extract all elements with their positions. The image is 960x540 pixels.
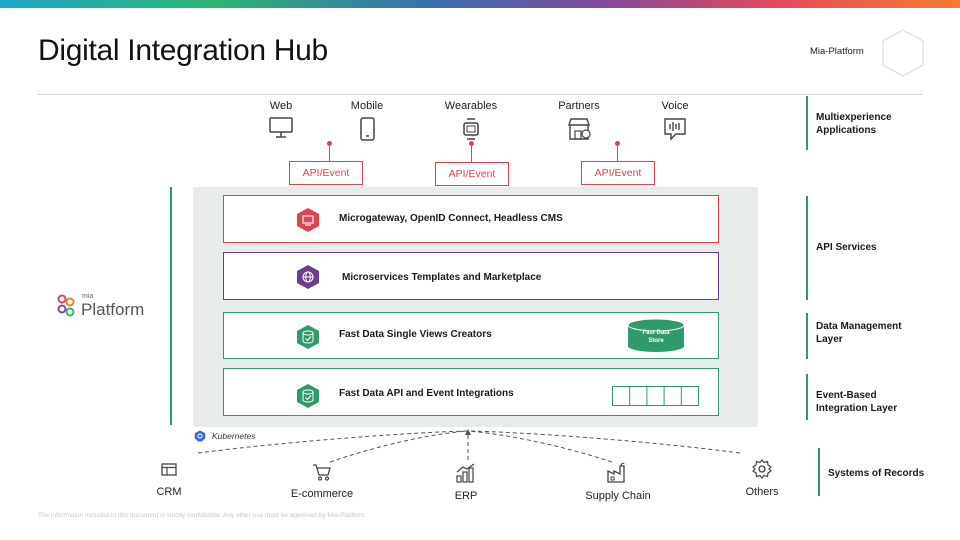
system-supply-chain: Supply Chain bbox=[573, 462, 663, 502]
store-icon bbox=[568, 118, 591, 140]
watch-icon bbox=[463, 118, 479, 140]
top-gradient-bar bbox=[0, 0, 960, 8]
system-ecommerce-label: E-commerce bbox=[290, 488, 354, 500]
app-partners: Partners bbox=[544, 100, 614, 142]
api-event-box: API/Event bbox=[581, 161, 655, 185]
layer-single-views: Fast Data Single Views Creators Fast Dat… bbox=[223, 312, 719, 359]
connector-dot bbox=[327, 141, 332, 146]
connector-line bbox=[329, 144, 330, 161]
app-web: Web bbox=[246, 100, 316, 140]
event-queue-icon bbox=[612, 386, 699, 406]
mia-platform-logo: mia Platform bbox=[56, 293, 166, 323]
platform-divider bbox=[170, 187, 172, 425]
system-crm-label: CRM bbox=[156, 486, 182, 498]
system-ecommerce: E-commerce bbox=[277, 462, 367, 500]
label-multiexperience-line1: Multiexperience bbox=[816, 112, 892, 123]
layer-microservices-label: Microservices Templates and Marketplace bbox=[342, 272, 542, 283]
label-data-management-line2: Layer bbox=[816, 334, 843, 345]
kubernetes-label: Kubernetes bbox=[212, 431, 256, 441]
logo-rings-icon bbox=[57, 294, 75, 317]
app-wearables: Wearables bbox=[436, 100, 506, 142]
label-data-management: Data Management Layer bbox=[816, 320, 902, 346]
globe-icon bbox=[297, 265, 319, 289]
app-voice-label: Voice bbox=[661, 100, 689, 112]
layer-microgateway: Microgateway, OpenID Connect, Headless C… bbox=[223, 195, 719, 243]
multiexperience-divider bbox=[806, 96, 808, 150]
app-partners-label: Partners bbox=[558, 100, 600, 112]
label-api-services: API Services bbox=[816, 242, 877, 253]
connector-dot bbox=[615, 141, 620, 146]
kubernetes-icon bbox=[194, 430, 206, 442]
layer-microservices: Microservices Templates and Marketplace bbox=[223, 252, 719, 300]
label-multiexperience: Multiexperience Applications bbox=[816, 111, 892, 137]
database-icon bbox=[297, 384, 319, 408]
label-multiexperience-line2: Applications bbox=[816, 125, 877, 136]
app-wearables-label: Wearables bbox=[444, 100, 498, 112]
system-crm: CRM bbox=[124, 460, 214, 498]
systems-divider bbox=[818, 448, 820, 496]
voice-icon bbox=[664, 118, 686, 141]
data-management-divider bbox=[806, 313, 808, 359]
fast-data-store-cylinder bbox=[627, 318, 685, 352]
logo-small-text: mia bbox=[82, 293, 94, 300]
api-services-divider bbox=[806, 196, 808, 300]
system-others-label: Others bbox=[745, 486, 779, 498]
system-erp: ERP bbox=[421, 462, 511, 502]
gateway-icon bbox=[297, 208, 319, 232]
factory-icon bbox=[607, 462, 625, 483]
app-web-label: Web bbox=[269, 100, 293, 112]
fast-data-store-line2: Store bbox=[648, 338, 664, 344]
layer-microgateway-label: Microgateway, OpenID Connect, Headless C… bbox=[339, 213, 563, 224]
logo-big-text: Platform bbox=[81, 300, 145, 319]
confidentiality-footer: The information included in this documen… bbox=[38, 512, 367, 519]
label-event-based-line1: Event-Based bbox=[816, 390, 877, 401]
system-erp-label: ERP bbox=[454, 490, 478, 502]
app-voice: Voice bbox=[640, 100, 710, 142]
app-mobile: Mobile bbox=[332, 100, 402, 142]
crm-icon bbox=[161, 463, 177, 476]
fast-data-store-line1: Fast Data bbox=[642, 330, 670, 336]
api-event-box: API/Event bbox=[289, 161, 363, 185]
connector-line bbox=[471, 144, 472, 162]
mobile-icon bbox=[360, 117, 375, 141]
layer-event-integrations: Fast Data API and Event Integrations bbox=[223, 368, 719, 416]
header-divider bbox=[38, 94, 922, 95]
event-based-divider bbox=[806, 374, 808, 420]
connector-line bbox=[617, 144, 618, 161]
api-event-box: API/Event bbox=[435, 162, 509, 186]
app-mobile-label: Mobile bbox=[350, 100, 384, 112]
monitor-icon bbox=[269, 117, 293, 138]
erp-chart-icon bbox=[456, 463, 475, 483]
system-supply-chain-label: Supply Chain bbox=[585, 490, 651, 502]
layer-single-views-label: Fast Data Single Views Creators bbox=[339, 329, 492, 340]
hexagon-logo-icon bbox=[882, 29, 924, 77]
label-event-based-line2: Integration Layer bbox=[816, 403, 898, 414]
gear-icon bbox=[752, 459, 772, 479]
label-event-based: Event-Based Integration Layer bbox=[816, 389, 897, 415]
label-systems-of-records: Systems of Records bbox=[828, 468, 925, 479]
layer-event-integrations-label: Fast Data API and Event Integrations bbox=[339, 388, 514, 399]
database-icon bbox=[297, 325, 319, 349]
system-others: Others bbox=[717, 458, 807, 498]
connector-dot bbox=[469, 141, 474, 146]
label-data-management-line1: Data Management bbox=[816, 321, 902, 332]
page-title: Digital Integration Hub bbox=[38, 34, 328, 67]
cart-icon bbox=[313, 464, 331, 481]
brand-name: Mia-Platform bbox=[810, 46, 864, 57]
